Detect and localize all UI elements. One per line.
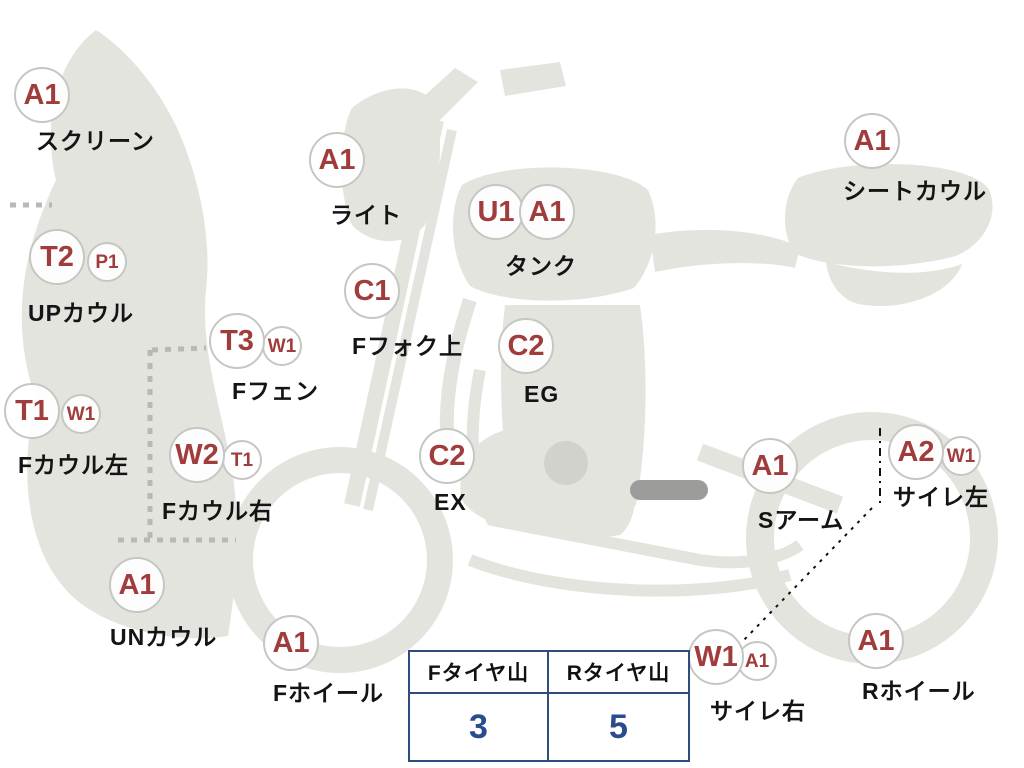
front-tire-header: Fタイヤ山 (410, 652, 549, 694)
grade-badge-under-cowl: A1 (109, 557, 165, 613)
exhaust-pipe-upper-shape (466, 368, 804, 569)
grade-sub-badge-front-cowl-right: T1 (222, 440, 262, 480)
engine-hub-shape (544, 441, 588, 485)
front-fairing-shape (21, 30, 237, 639)
grade-sub-badge-front-cowl-left: W1 (61, 394, 101, 434)
grade-badge-front-fender: T3 (209, 313, 265, 369)
front-fork-inner-shape (363, 128, 457, 512)
grade-badge-front-fork-upper: C1 (344, 263, 400, 319)
grade-badge-light: A1 (309, 132, 365, 188)
grade-badge-tank: U1 (468, 184, 524, 240)
grade-badge-screen: A1 (14, 67, 70, 123)
part-label-front-cowl-left: Fカウル左 (18, 452, 130, 478)
grade-badge-swing-arm: A1 (742, 438, 798, 494)
grade-badge-front-cowl-right: W2 (169, 427, 225, 483)
handlebar-right-shape (500, 62, 566, 96)
front-tire-value: 3 (410, 694, 549, 760)
part-label-rear-wheel: Rホイール (862, 678, 976, 704)
part-label-silencer-right: サイレ右 (710, 698, 806, 724)
silencer-pointer-dotted-line (741, 507, 873, 643)
grade-badge-rear-wheel: A1 (848, 613, 904, 669)
handlebar-left-shape (400, 68, 478, 130)
grade-sub-badge-silencer-left: W1 (941, 436, 981, 476)
grade-badge-silencer-left: A2 (888, 424, 944, 480)
part-label-front-fork-upper: Fフォク上 (352, 333, 464, 359)
part-label-upper-cowl: UPカウル (28, 300, 134, 326)
fairing-seam-dotted-4 (151, 345, 207, 353)
front-wheel-shape (227, 447, 453, 673)
part-label-front-fender: Fフェン (232, 378, 320, 404)
grade-badge-engine: C2 (498, 318, 554, 374)
part-label-front-wheel: Fホイール (273, 680, 385, 706)
part-label-under-cowl: UNカウル (110, 624, 218, 650)
engine-case-shape (460, 430, 637, 539)
part-label-seat-cowl: シートカウル (843, 178, 987, 204)
part-label-front-cowl-right: Fカウル右 (162, 498, 274, 524)
part-label-silencer-left: サイレ左 (893, 484, 989, 510)
grade-sub-badge-upper-cowl: P1 (87, 242, 127, 282)
grade-badge-silencer-right: W1 (688, 629, 744, 685)
part-label-screen: スクリーン (36, 128, 155, 154)
part-label-light: ライト (330, 202, 402, 228)
grade-sub-badge-tank: A1 (519, 184, 575, 240)
seat-rail-shape (650, 229, 800, 272)
part-label-exhaust: EX (434, 489, 467, 515)
rear-tire-value: 5 (609, 707, 628, 746)
grade-badge-front-cowl-left: T1 (4, 383, 60, 439)
grade-badge-front-wheel: A1 (263, 615, 319, 671)
tire-tread-table: Fタイヤ山 Rタイヤ山 3 5 (408, 650, 690, 762)
grade-badge-seat-cowl: A1 (844, 113, 900, 169)
grade-badge-exhaust: C2 (419, 428, 475, 484)
part-label-engine: EG (524, 381, 560, 407)
rear-tire-header: Rタイヤ山 (549, 652, 688, 694)
front-fork-shape (344, 118, 444, 507)
grade-badge-upper-cowl: T2 (29, 229, 85, 285)
tail-lower-shape (826, 262, 962, 307)
part-label-tank: タンク (505, 253, 577, 279)
part-label-swing-arm: Sアーム (758, 507, 845, 533)
grade-sub-badge-front-fender: W1 (262, 326, 302, 366)
exhaust-pipe-lower-shape (467, 554, 792, 597)
tail-cowl-shape (784, 164, 993, 267)
